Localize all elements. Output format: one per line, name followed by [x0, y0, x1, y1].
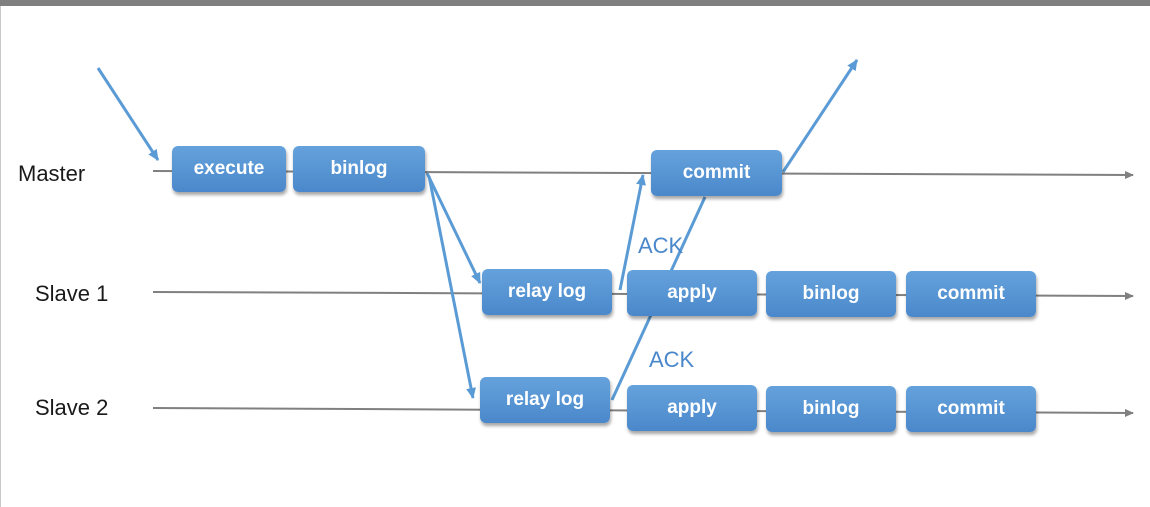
- binlog-to-relay2-arrow: [427, 175, 476, 399]
- slave1-relay-log-box: relay log: [482, 269, 612, 315]
- ack-label-2: ACK: [649, 347, 695, 372]
- slave2-apply-box: apply: [627, 385, 757, 431]
- slave2-binlog-box: binlog: [766, 386, 896, 432]
- top-border: [0, 0, 1150, 6]
- row-label-master: Master: [18, 161, 86, 186]
- outgoing-arrow: [781, 59, 859, 173]
- ack-label-1: ACK: [638, 233, 684, 258]
- row-label-slave-1: Slave 1: [35, 281, 109, 306]
- ack1-arrow: [618, 174, 646, 291]
- left-border: [0, 6, 1, 507]
- slave1-binlog-box: binlog: [766, 271, 896, 317]
- master-execute-box: execute: [172, 146, 286, 192]
- master-commit-box: commit: [651, 150, 782, 196]
- binlog-to-relay1-arrow: [425, 172, 482, 284]
- incoming-arrow: [96, 67, 160, 161]
- slave1-apply-box: apply: [627, 270, 757, 316]
- slave2-commit-box: commit: [906, 386, 1036, 432]
- master-binlog-box: binlog: [293, 146, 425, 192]
- slave2-relay-log-box: relay log: [480, 377, 610, 423]
- row-label-slave-2: Slave 2: [35, 395, 109, 420]
- slave1-commit-box: commit: [906, 271, 1036, 317]
